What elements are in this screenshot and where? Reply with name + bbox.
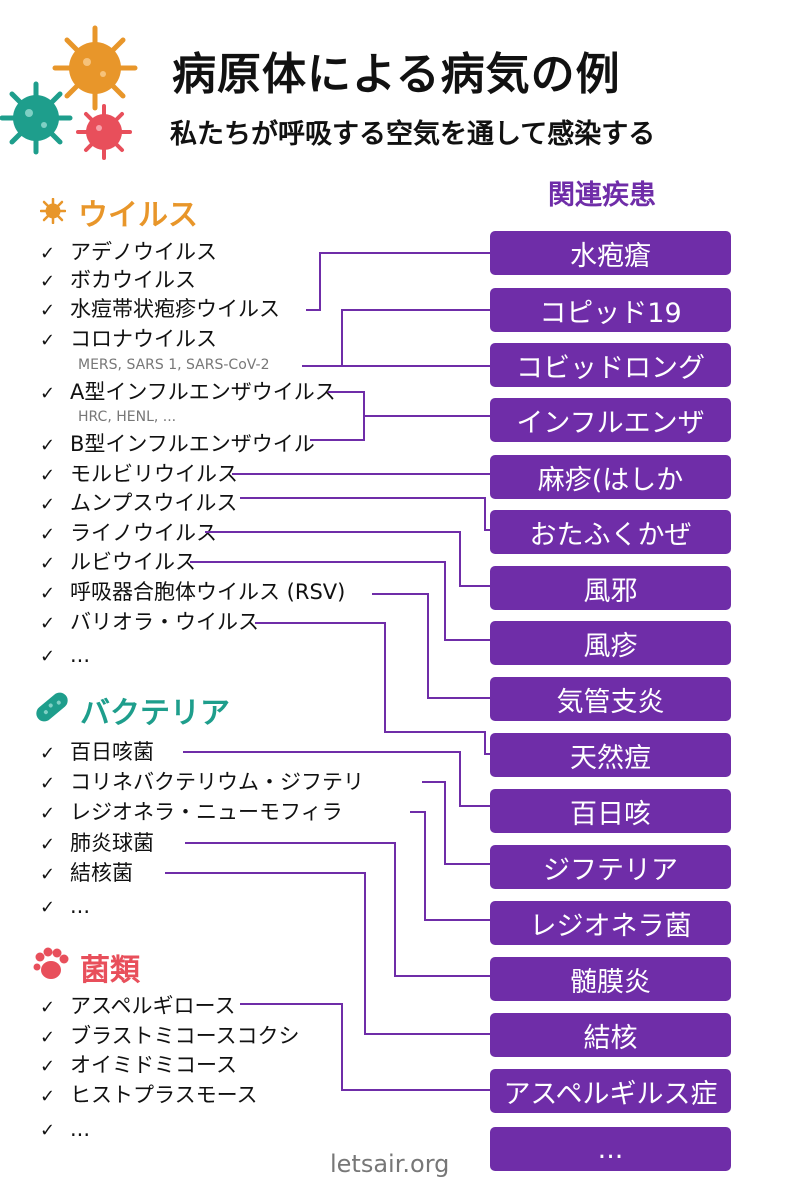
disease-box-diphtheria: ジフテリア [490, 845, 731, 889]
virus-item-more: ✓... [40, 643, 91, 667]
disease-box-rubella: 風疹 [490, 621, 731, 665]
disease-box-covid19: コピッド19 [490, 288, 731, 332]
bacteria-item-tb: ✓結核菌 [40, 861, 133, 885]
virus-item-mumps: ✓ムンプスウイルス [40, 491, 238, 515]
bacteria-item-pneumococcus: ✓肺炎球菌 [40, 831, 154, 855]
virus-header: ウイルス [78, 198, 198, 233]
page-title: 病原体による病気の例 [172, 49, 621, 100]
virus-item-influenza-a: ✓A型インフルエンザウイルス [40, 380, 336, 404]
disease-box-aspergillosis: アスペルギルス症 [490, 1069, 731, 1113]
virus-cluster-icon [0, 25, 138, 160]
disease-box-cold: 風邪 [490, 566, 731, 610]
influenza-subtypes: HRC, HENL, ... [78, 409, 177, 425]
fungi-item-coccidio: ✓オイミドミコース [40, 1053, 237, 1077]
page-subtitle: 私たちが呼吸する空気を通して感染する [170, 119, 656, 150]
related-diseases-header: 関連疾患 [548, 180, 656, 211]
bacteria-item-more: ✓... [40, 894, 91, 918]
disease-box-mumps: おたふくかぜ [490, 510, 731, 554]
virus-item-rubi: ✓ルビウイルス [40, 550, 196, 574]
bacteria-item-legionella: ✓レジオネラ・ニューモフィラ [40, 800, 343, 824]
disease-box-smallpox: 天然痘 [490, 733, 731, 777]
virus-icon [40, 198, 66, 224]
disease-box-legionnaires: レジオネラ菌 [490, 901, 731, 945]
disease-box-influenza: インフルエンザ [490, 398, 731, 442]
disease-box-meningitis: 髄膜炎 [490, 957, 731, 1001]
fungi-item-more: ✓... [40, 1117, 91, 1141]
fungi-icon [33, 947, 69, 979]
disease-box-tuberculosis: 結核 [490, 1013, 731, 1057]
virus-item-variola: ✓バリオラ・ウイルス [40, 610, 259, 634]
bacteria-header: バクテリア [80, 696, 230, 731]
fungi-item-blasto: ✓ブラストミコースコクシ [40, 1024, 300, 1048]
disease-box-chickenpox: 水疱瘡 [490, 231, 731, 275]
footer-url[interactable]: letsair.org [330, 1150, 450, 1178]
bacteria-item-diphtheria: ✓コリネバクテリウム・ジフテリ [40, 770, 364, 794]
corona-subtypes: MERS, SARS 1, SARS-CoV-2 [78, 357, 270, 373]
fungi-item-histo: ✓ヒストプラスモース [40, 1083, 258, 1107]
disease-box-whooping-cough: 百日咳 [490, 789, 731, 833]
virus-item-boca: ✓ボカウイルス [40, 268, 196, 292]
virus-item-influenza-b: ✓B型インフルエンザウイル [40, 432, 315, 456]
fungi-header: 菌類 [80, 953, 140, 988]
virus-item-varicella: ✓水痘帯状疱疹ウイルス [40, 297, 280, 321]
fungi-item-aspergillosis: ✓アスペルギロース [40, 994, 236, 1018]
bacteria-icon [36, 692, 68, 722]
virus-item-rhino: ✓ライノウイルス [40, 521, 217, 545]
virus-item-adeno: ✓アデノウイルス [40, 240, 217, 264]
disease-box-measles: 麻疹(はしか [490, 455, 731, 499]
disease-box-bronchitis: 気管支炎 [490, 677, 731, 721]
virus-item-corona: ✓コロナウイルス [40, 327, 217, 351]
virus-item-morbilli: ✓モルビリウイルス [40, 462, 238, 486]
disease-box-long-covid: コビッドロング [490, 343, 731, 387]
disease-box-more: ... [490, 1127, 731, 1171]
virus-item-rsv: ✓呼吸器合胞体ウイルス (RSV) [40, 580, 346, 604]
bacteria-item-pertussis: ✓百日咳菌 [40, 740, 154, 764]
